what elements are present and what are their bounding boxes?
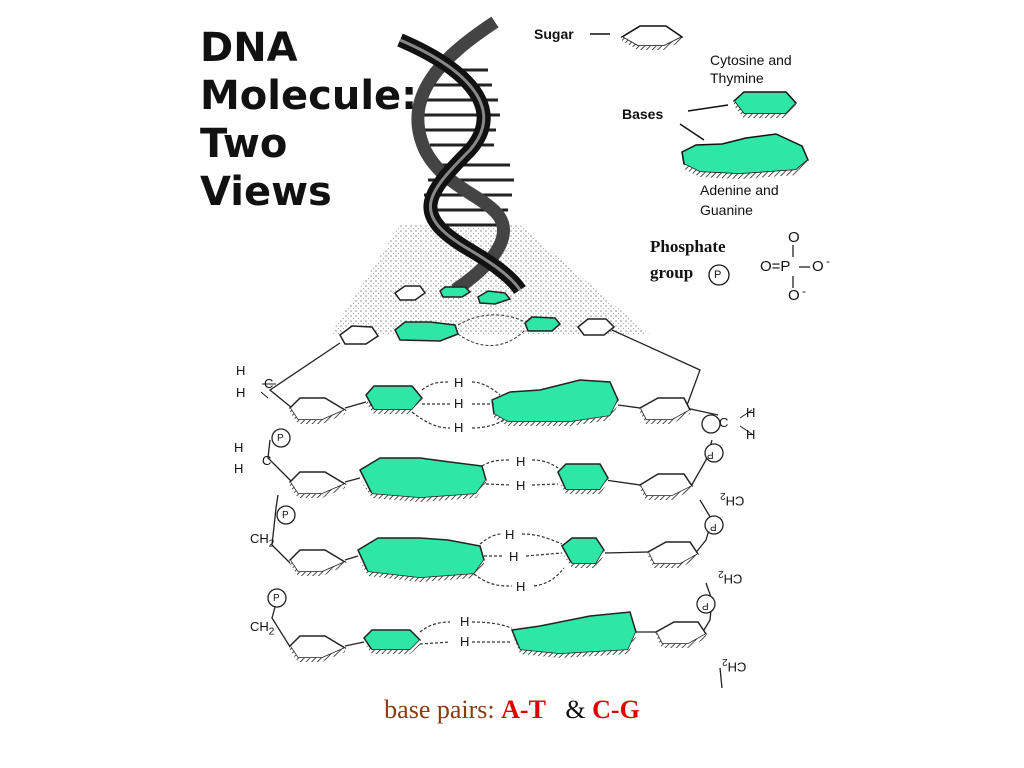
ch2-label: CH2	[250, 531, 275, 550]
h-label: H	[454, 420, 464, 435]
title-line-1: DNA	[200, 25, 298, 71]
phosphate-p-label: P	[710, 521, 717, 532]
sugar-shadows	[290, 408, 706, 662]
phosphate-p-label: P	[282, 510, 289, 521]
h-label: H	[454, 396, 464, 411]
sugar-label: Sugar	[534, 26, 574, 42]
phosphate-formula-o-top: O	[788, 229, 800, 246]
glycosidic-bonds	[344, 401, 656, 647]
ch2-label: CH2	[718, 568, 743, 587]
phosphate-formula-o-bottom: O	[788, 287, 800, 304]
bases-label: Bases	[622, 106, 664, 122]
h-label: H	[234, 440, 244, 455]
c-label: C	[719, 415, 729, 430]
h-label: H	[236, 363, 246, 378]
h-label: H	[746, 405, 756, 420]
h-label: H	[460, 634, 470, 649]
h-label: H	[460, 614, 470, 629]
phosphate-formula-o-p: O=P	[760, 258, 791, 275]
h-label: H	[516, 454, 526, 469]
base-row3-left	[357, 537, 485, 579]
ch2-label: CH2	[720, 490, 745, 509]
base-row2-left	[359, 457, 487, 499]
h-label: H	[236, 385, 246, 400]
cytosine-thymine-label-2: Thymine	[710, 70, 764, 86]
phosphate-formula-minus-2: -	[802, 284, 806, 298]
ch2-label: CH2	[722, 656, 747, 675]
h-label: H	[509, 549, 519, 564]
h-label: H	[516, 478, 526, 493]
h-label: H	[454, 375, 464, 390]
adenine-guanine-legend-shape	[681, 133, 809, 175]
base-row2-right	[557, 463, 609, 491]
h-label: H	[516, 579, 526, 594]
base-row1-left	[365, 385, 423, 411]
h-label: H	[234, 461, 244, 476]
phosphate-p-label: P	[277, 433, 284, 444]
phosphate-legend-circle	[708, 264, 730, 286]
legend-shapes	[590, 25, 810, 288]
adenine-guanine-label-2: Guanine	[700, 202, 753, 218]
dna-ladder	[260, 329, 753, 689]
phosphate-formula-o-right: O	[812, 258, 824, 275]
h-label: H	[505, 527, 515, 542]
hydrogen-bonds	[411, 381, 565, 645]
ch2-label: CH2	[250, 619, 275, 638]
phosphate-label-2: group	[650, 263, 694, 282]
base-row4-left	[363, 629, 422, 651]
double-helix	[330, 16, 650, 335]
phosphate-label-1: Phosphate	[650, 237, 726, 256]
caption-ampersand: &	[565, 695, 586, 724]
c-label: C	[264, 376, 274, 391]
h-label: H	[746, 427, 756, 442]
phosphate-p-label: P	[707, 449, 714, 460]
title-line-2: Molecule:	[200, 73, 418, 119]
caption-main: base pairs:	[384, 695, 495, 724]
base-row1-right	[491, 379, 619, 423]
phosphate-p-label: P	[702, 600, 709, 611]
phosphate-p-label: P	[273, 593, 280, 604]
phosphate-formula-minus-1: -	[826, 254, 830, 268]
caption: base pairs: A-T & C-G	[0, 694, 1024, 726]
base-shadows	[358, 398, 636, 658]
sugars	[289, 397, 708, 659]
title-line-4: Views	[200, 169, 332, 215]
base-row4-right	[510, 611, 637, 655]
phosphate-legend-symbol: P	[714, 269, 722, 281]
cytosine-thymine-label-1: Cytosine and	[710, 52, 792, 68]
cytosine-thymine-legend-shape	[732, 91, 798, 115]
adenine-guanine-label-1: Adenine and	[700, 182, 779, 198]
caption-pair-cg: C-G	[592, 695, 640, 724]
left-backbone	[267, 342, 341, 651]
title-line-3: Two	[200, 121, 288, 167]
helix-projection	[330, 225, 650, 335]
c-label: C	[262, 453, 272, 468]
bases	[357, 379, 637, 655]
phosphate-circles	[267, 414, 724, 614]
caption-pair-at: A-T	[501, 695, 546, 724]
top-mini-pairs	[339, 285, 616, 347]
